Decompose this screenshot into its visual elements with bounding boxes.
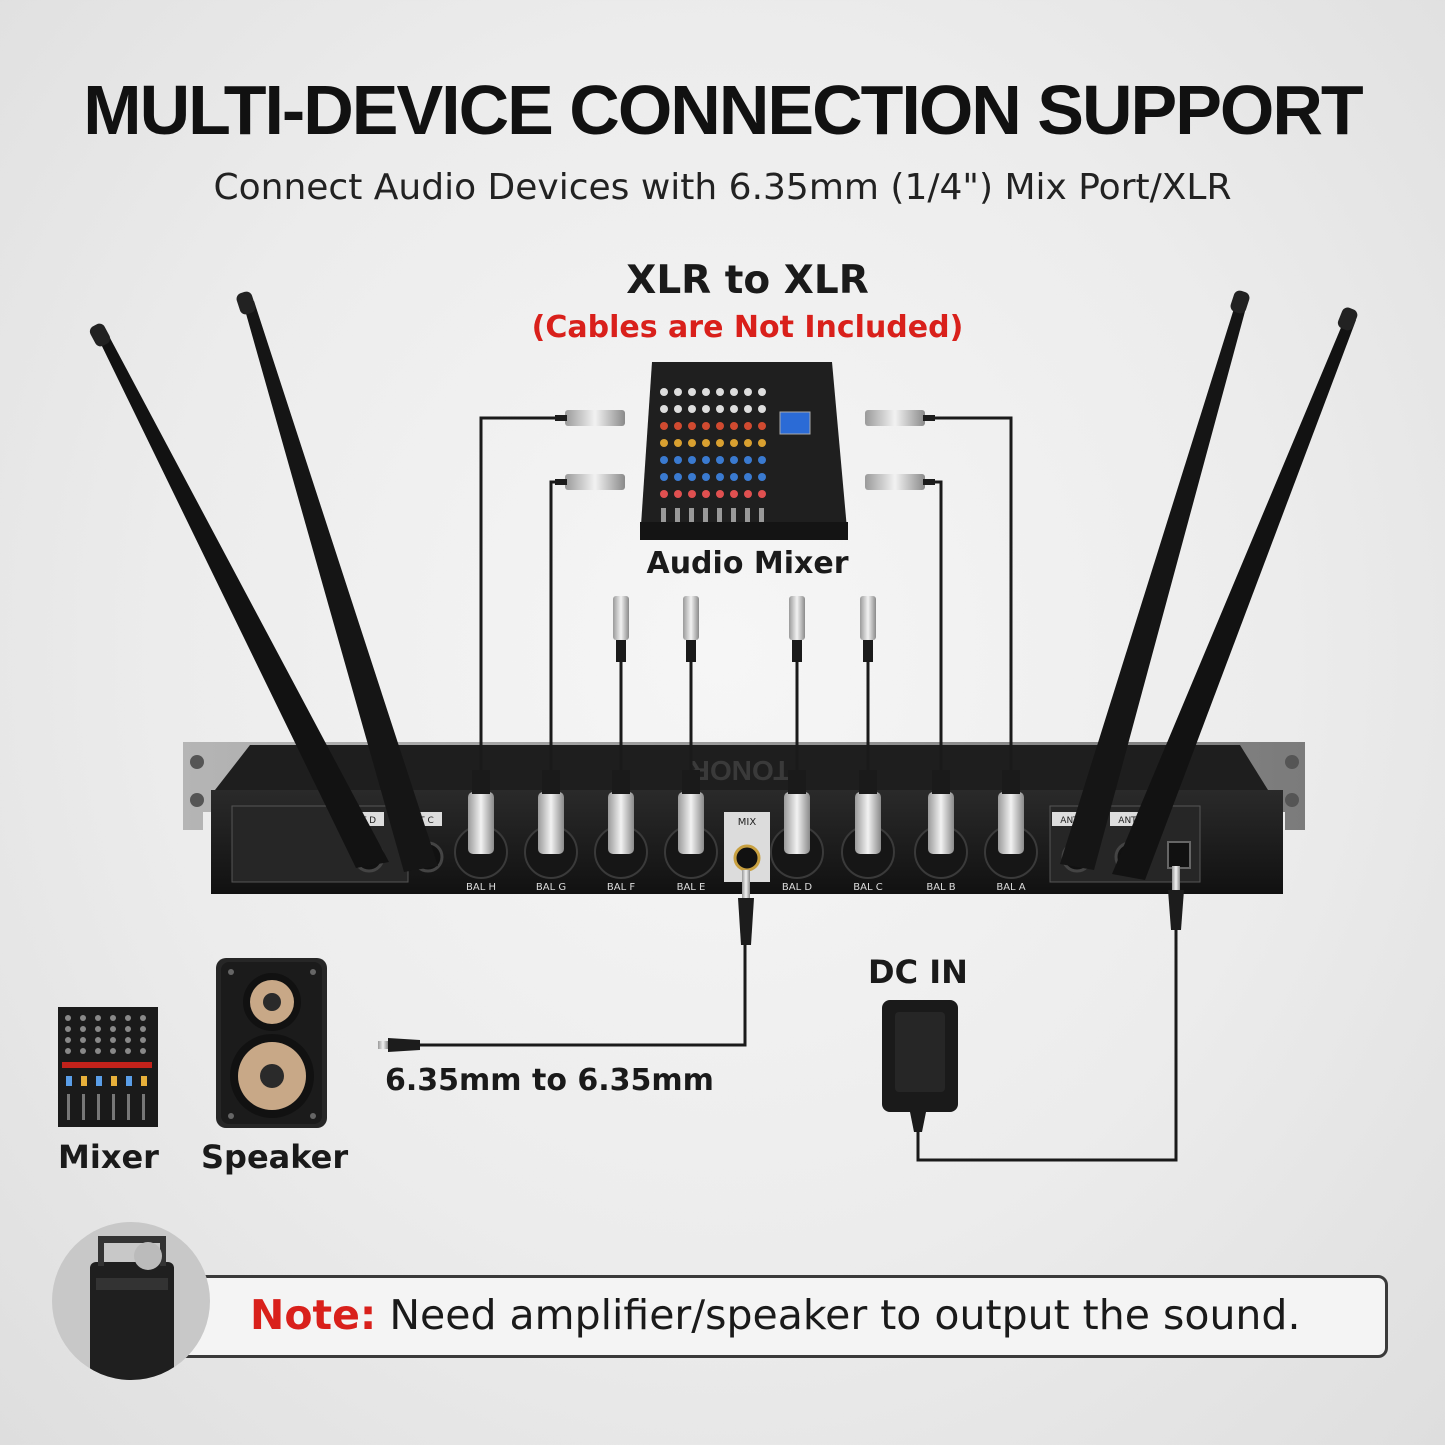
speaker-label: Speaker [201, 1138, 349, 1176]
cables-not-included-note: (Cables are Not Included) [531, 310, 964, 345]
mixer-display [779, 411, 811, 435]
bal-port-label: BAL F [607, 882, 635, 893]
bal-port-bal-h: BAL H [454, 770, 508, 893]
antenna-3 [1060, 290, 1250, 870]
bal-port-label: BAL B [926, 882, 955, 893]
mix-port-label: MIX [738, 817, 757, 828]
bal-port-label: BAL C [853, 882, 882, 893]
cable-bal-g [549, 480, 565, 770]
antenna-2 [236, 291, 438, 872]
bal-port-bal-g: BAL G [524, 770, 578, 893]
loose-xlr-plug [860, 596, 876, 662]
xlr-section-title: XLR to XLR [626, 258, 869, 303]
speaker-icon [216, 958, 327, 1128]
bal-port-bal-f: BAL F [594, 770, 648, 893]
balanced-outputs: BAL H BAL G BAL F BAL E BAL D BAL C BAL B BAL A [454, 770, 1038, 893]
bal-port-label: BAL E [677, 882, 706, 893]
page-title: MULTI-DEVICE CONNECTION SUPPORT [83, 71, 1363, 149]
mix-jack-plug [378, 870, 754, 1052]
cable-bal-a [925, 416, 1013, 770]
note-text: Note: Need amplifier/speaker to output t… [250, 1291, 1300, 1339]
portable-speaker-icon [52, 1222, 210, 1380]
bal-port-bal-a: BAL A [984, 770, 1038, 893]
bal-port-bal-b: BAL B [914, 770, 968, 893]
cable-bal-b [925, 480, 943, 770]
note-body: Need amplifier/speaker to output the sou… [376, 1291, 1301, 1339]
port-label-ant-a: ANT A [1118, 816, 1146, 826]
dc-plug [1168, 866, 1184, 930]
note-box [170, 1275, 1388, 1358]
page-subtitle: Connect Audio Devices with 6.35mm (1/4")… [213, 167, 1232, 208]
jack-cable-label: 6.35mm to 6.35mm [385, 1063, 714, 1098]
mixer-label: Mixer [58, 1138, 159, 1176]
audio-mixer-label: Audio Mixer [646, 546, 849, 581]
bal-port-label: BAL D [782, 882, 812, 893]
dc-in-label: DC IN [868, 953, 968, 991]
antenna-1 [89, 323, 389, 868]
antenna-4 [1112, 307, 1358, 880]
bal-port-bal-c: BAL C [841, 770, 895, 893]
cable-dc-in [916, 925, 1178, 1162]
bal-port-label: BAL A [996, 882, 1025, 893]
cable-bal-h [479, 416, 565, 770]
bal-port-bal-e: BAL E [664, 770, 718, 893]
cable-mix-out [418, 940, 747, 1047]
bal-port-bal-d: BAL D [770, 770, 824, 893]
loose-xlr-connectors [613, 596, 876, 662]
note-prefix: Note: [250, 1291, 377, 1339]
loose-xlr-plug [613, 596, 629, 662]
audio-mixer-device [640, 362, 848, 540]
bal-port-label: BAL G [536, 882, 566, 893]
dj-mixer-icon [58, 1007, 158, 1127]
loose-xlr-plug [789, 596, 805, 662]
dc-power-socket [1167, 841, 1191, 869]
mixer-xlr-connectors [555, 410, 935, 490]
dc-adapter [882, 1000, 958, 1132]
antennas [89, 290, 1358, 880]
brand-logo: TONOR [690, 755, 791, 786]
loose-xlr-plug [683, 596, 699, 662]
bal-port-label: BAL H [466, 882, 496, 893]
